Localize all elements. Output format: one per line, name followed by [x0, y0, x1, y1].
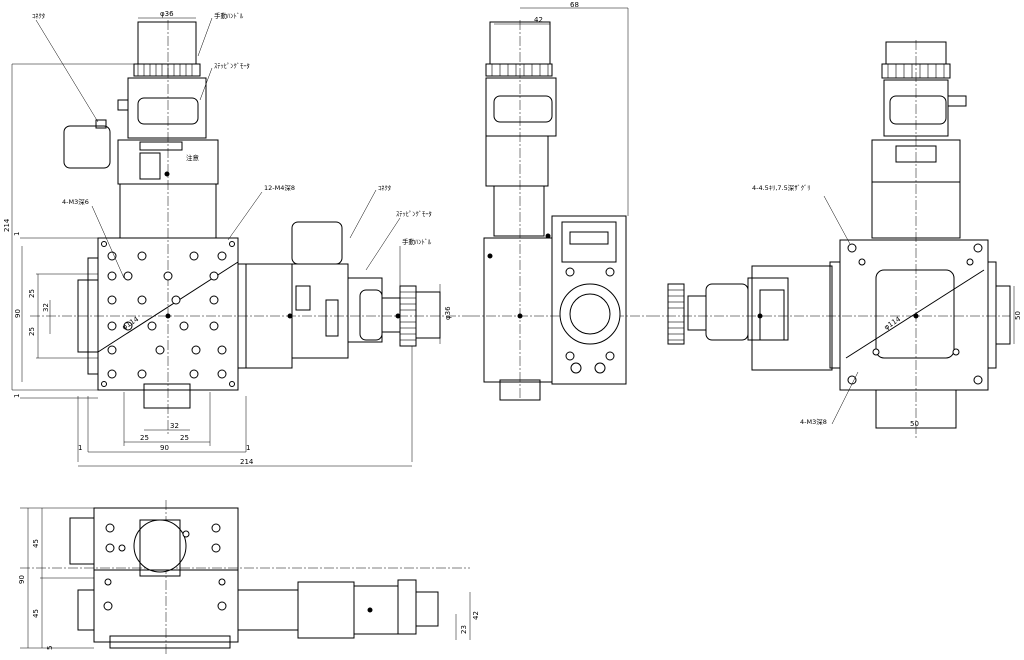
side-view	[470, 7, 650, 401]
dim-1-d: 1	[246, 444, 250, 452]
dim-214-horizontal: 214	[240, 458, 254, 466]
dim-1-c: 1	[78, 444, 82, 452]
dim-23: 23	[460, 625, 468, 634]
dim-214-vertical: 214	[3, 218, 11, 232]
dim-90-vertical: 90	[14, 309, 22, 318]
dim-25-a: 25	[28, 289, 36, 298]
dim-25-horizontal-2: 25	[180, 434, 189, 442]
dim-1-b: 1	[13, 394, 21, 398]
dim-32-horizontal: 32	[170, 422, 179, 430]
leaders-top-view	[35, 17, 401, 294]
annotation-labels: ｺﾈｸﾀ 手動ﾊﾝﾄﾞﾙ ｽﾃｯﾋﾟﾝｸﾞﾓｰﾀ 12-M4深8 4-M3深6 …	[32, 11, 827, 426]
label-tap-holes-12: 12-M4深8	[264, 183, 295, 192]
label-connector-2: ｺﾈｸﾀ	[378, 184, 391, 192]
dimension-values: φ36 φ36 214 1 1 90 25 32 25 φ114 32 25 2…	[3, 1, 1022, 650]
dim-45-b: 45	[32, 609, 40, 618]
dim-phi36-top: φ36	[160, 10, 174, 18]
dim-42-front: 42	[472, 611, 480, 620]
dim-68: 68	[570, 1, 579, 9]
label-manual-handle-1: 手動ﾊﾝﾄﾞﾙ	[214, 11, 244, 20]
dim-1-a: 1	[13, 232, 21, 236]
dim-32-vertical: 32	[42, 303, 50, 312]
top-view	[11, 17, 470, 467]
dim-phi114-b: φ114	[883, 315, 903, 332]
dim-45-a: 45	[32, 539, 40, 548]
dim-lines-top-view	[11, 17, 441, 467]
label-counterbore: 4-4.5ｷﾘ,7.5深ｻﾞｸﾞﾘ	[752, 183, 810, 192]
dim-90-horizontal: 90	[160, 444, 169, 452]
dim-50-vertical: 50	[1014, 311, 1022, 320]
dim-50-horizontal: 50	[910, 420, 919, 428]
dim-25-b: 25	[28, 327, 36, 336]
dim-phi36-right: φ36	[444, 306, 452, 320]
label-tap-holes-4b: 4-M3深8	[800, 417, 827, 426]
label-stepping-motor-2: ｽﾃｯﾋﾟﾝｸﾞﾓｰﾀ	[396, 210, 432, 218]
dim-25-horizontal-1: 25	[140, 434, 149, 442]
label-stepping-motor-1: ｽﾃｯﾋﾟﾝｸﾞﾓｰﾀ	[214, 62, 250, 70]
right-view	[650, 40, 1015, 440]
label-manual-handle-2: 手動ﾊﾝﾄﾞﾙ	[402, 237, 432, 246]
dim-42-top: 42	[534, 16, 543, 24]
dim-5: 5	[46, 646, 54, 650]
tap-holes	[101, 241, 235, 387]
front-view	[20, 500, 471, 655]
label-connector-1: ｺﾈｸﾀ	[32, 12, 45, 20]
dim-90-front: 90	[18, 575, 26, 584]
label-warning-plate: 注意	[186, 153, 200, 162]
label-tap-holes-4: 4-M3深6	[62, 197, 89, 206]
